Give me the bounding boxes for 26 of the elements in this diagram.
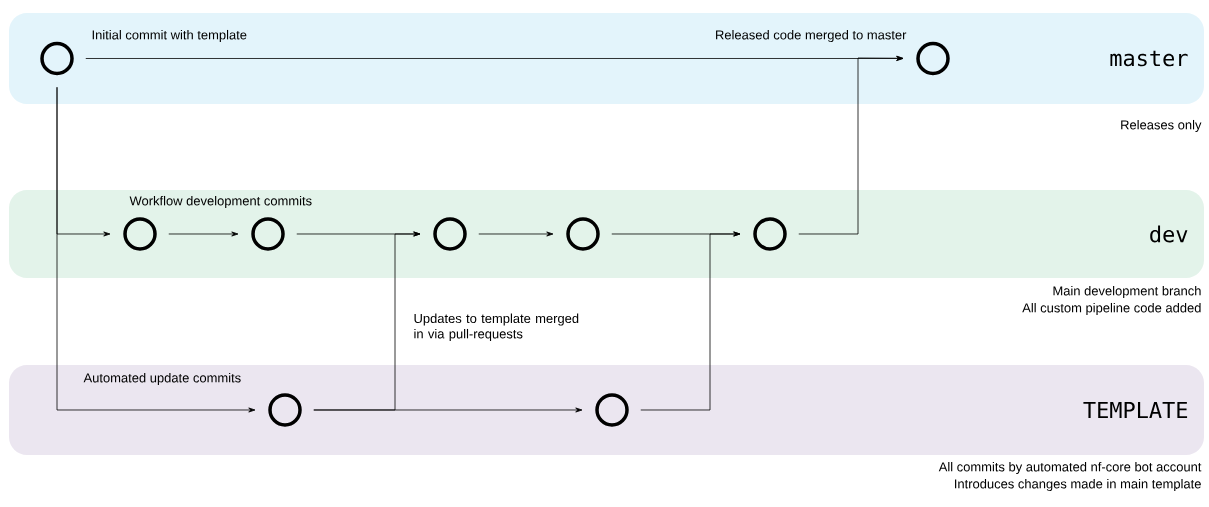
commit-circle (433, 217, 467, 251)
commit-label: Automated update commits (83, 372, 241, 386)
commit-circle (40, 41, 74, 76)
arrow (56, 86, 256, 413)
branch-note: Releases only (1121, 119, 1202, 133)
commit-circle (566, 217, 600, 251)
arrow (313, 231, 421, 411)
arrow (798, 55, 904, 235)
commit-circle (123, 217, 157, 251)
branch-note: All custom pipeline code added (1022, 302, 1201, 316)
edge-label: Updates to template merged in via pull-requests (414, 313, 579, 342)
branch-note: All commits by automated nf-core bot account (938, 461, 1202, 475)
commit-label: Released code merged to master (716, 29, 907, 43)
commit-circle (268, 393, 302, 427)
commit-circle (916, 41, 950, 76)
commit-circle (595, 393, 629, 427)
arrow (640, 231, 741, 411)
branch-note: Introduces changes made in main template (955, 478, 1201, 492)
commit-circle (753, 217, 787, 251)
arrow (168, 231, 239, 237)
arrow (478, 231, 554, 237)
commit-label: Initial commit with template (92, 29, 247, 43)
branch-note: Main development branch (1053, 285, 1201, 299)
commit-label: Workflow development commits (129, 195, 312, 209)
commit-circle (251, 217, 285, 251)
arrow (85, 56, 904, 61)
